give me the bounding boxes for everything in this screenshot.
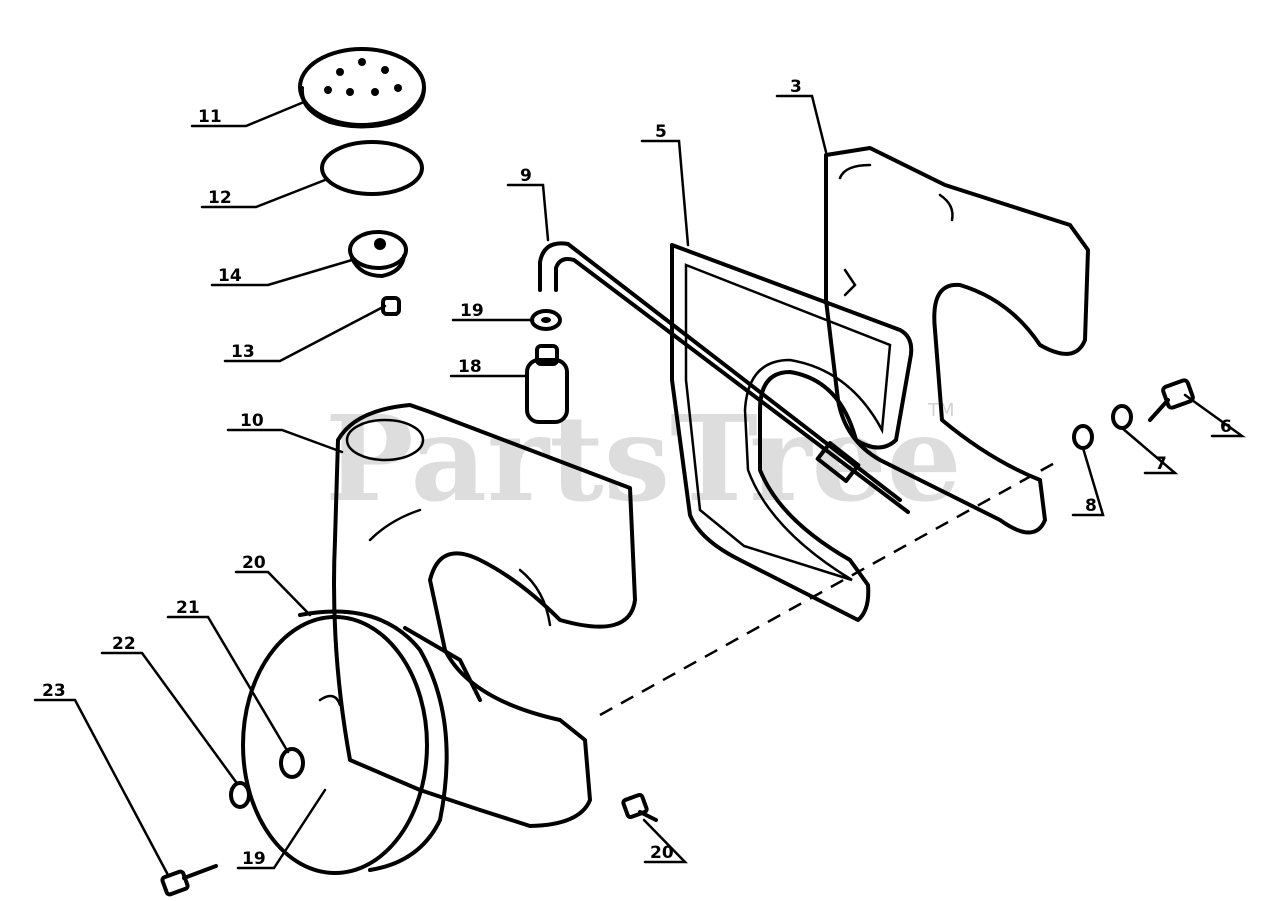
callout-18: 18	[458, 357, 482, 377]
callout-22: 22	[112, 634, 136, 654]
part-20-fan-housing[interactable]	[241, 609, 482, 875]
callout-6: 6	[1220, 417, 1232, 437]
alignment-dashed-line	[599, 458, 1061, 717]
callout-12: 12	[208, 188, 232, 208]
callout-9: 9	[520, 166, 532, 186]
part-6-screw[interactable]	[1148, 378, 1195, 422]
part-11-cap[interactable]	[298, 47, 426, 129]
part-3-cover-plate[interactable]	[824, 146, 1090, 535]
callout-19-lower: 19	[242, 849, 266, 869]
callout-21: 21	[176, 598, 200, 618]
callout-23: 23	[42, 681, 66, 701]
callout-7: 7	[1155, 454, 1167, 474]
part-7-washer[interactable]	[1111, 404, 1133, 430]
callout-20-screw: 20	[650, 843, 674, 863]
leader-lines	[33, 94, 1246, 877]
callout-5: 5	[655, 122, 667, 142]
part-12-o-ring[interactable]	[320, 140, 424, 196]
part-14-small-cap[interactable]	[348, 230, 408, 278]
part-22-washer[interactable]	[229, 781, 251, 809]
callout-20-housing: 20	[242, 553, 266, 573]
callout-8: 8	[1085, 496, 1097, 516]
callout-10: 10	[240, 411, 264, 431]
part-10-housing[interactable]	[332, 403, 637, 828]
callout-3: 3	[790, 77, 802, 97]
part-9-tube[interactable]	[538, 241, 910, 514]
callout-13: 13	[231, 342, 255, 362]
part-5-gasket[interactable]	[670, 243, 914, 622]
callout-11: 11	[198, 107, 222, 127]
part-20-screw-small[interactable]	[621, 792, 658, 822]
part-18-filter[interactable]	[525, 344, 569, 424]
callout-19-upper: 19	[460, 301, 484, 321]
part-8-nut[interactable]	[1072, 424, 1094, 450]
callout-14: 14	[218, 266, 242, 286]
callout-labels: 11 12 14 13 9 5 3 19 18 10 6 7 8 20 21 2…	[42, 77, 1232, 869]
part-23-bolt[interactable]	[160, 864, 218, 897]
part-19-washer-upper[interactable]	[530, 309, 562, 331]
